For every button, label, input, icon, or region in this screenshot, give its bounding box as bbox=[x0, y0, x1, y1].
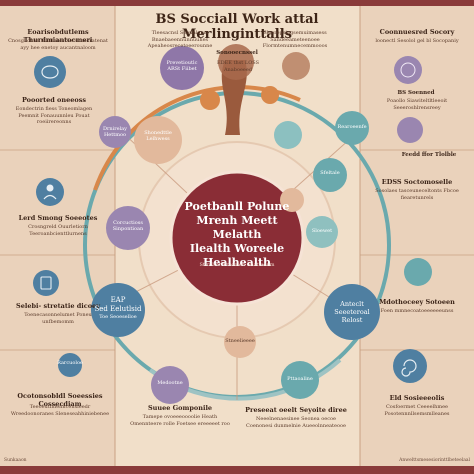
left-mid-text: Eondectrin fiess Toneomlagen Peemnit Fon… bbox=[15, 106, 93, 125]
bubble-blue-right bbox=[324, 284, 380, 340]
bubble-orange-small-2 bbox=[261, 86, 279, 104]
bubble-orange-small bbox=[200, 90, 220, 110]
bottom-mid-heading: Suuee Gomponile bbox=[147, 404, 213, 412]
bubble-teal-right-top-text: Rearoeenfe bbox=[337, 124, 367, 130]
clipboard-icon bbox=[33, 270, 59, 296]
center-line-2: Mrenh Meett Melatth bbox=[196, 214, 278, 241]
globe-icon-outline bbox=[400, 62, 416, 78]
dot-icon-left-bottom bbox=[58, 353, 82, 377]
upper-mid-heading: Sonooecnssel bbox=[216, 50, 258, 56]
right-low-heading: Mdothoceey Sotoeen bbox=[379, 298, 455, 306]
bubble-purple-left-text: Drnirelay Hettmoo bbox=[103, 126, 127, 138]
left-bottom-bubble-text: Rarcuoloe bbox=[57, 360, 83, 366]
center-line-1: Poetbanll Polune bbox=[184, 200, 290, 213]
bubble-purple-mid-text: Corcuctioss Sinpontioan bbox=[112, 220, 144, 232]
upper-mid-text: EDEE thst LOSS Anaboeeed bbox=[216, 60, 260, 73]
bubble-teal-bottom-text: Pttaoaline bbox=[287, 376, 313, 382]
bubble-purple-top bbox=[160, 46, 204, 90]
bottom-mid-text: Tamepe ovoeeeoooolie Heath Omennteere ro… bbox=[130, 414, 230, 427]
right-top-text: Poaollo Siawiteltltleeoit Seeeroshlrensr… bbox=[386, 98, 448, 111]
right-mid-heading: EDSS Soctomoselle bbox=[381, 178, 453, 186]
bubble-purple-left bbox=[99, 116, 131, 148]
bottom-right-heading: Eld Sosieeeolis bbox=[389, 394, 445, 402]
bottom-right-text: Cosfoermet Ceeeelhmee Posotennnllsemsmll… bbox=[384, 404, 450, 417]
center-circle bbox=[169, 170, 305, 306]
spiral-icon-shape bbox=[401, 359, 417, 377]
bubble-teal-small bbox=[274, 121, 302, 149]
left-low-text: Crosngreld Ouurletiorn Teeroanbcienttlur… bbox=[28, 224, 88, 237]
chat-icon bbox=[404, 258, 432, 286]
clipboard-icon-shape bbox=[40, 276, 52, 290]
brain-icon bbox=[34, 56, 66, 88]
bubble-teal-bottom bbox=[281, 361, 319, 399]
people-icon bbox=[397, 117, 423, 143]
top-right-text: loonectl Sesolol gel bl Socopaniy bbox=[375, 38, 459, 44]
person-icon-left bbox=[36, 178, 64, 206]
left-bottom-text: Toenecasonnelumet Poneu unfbemomm bbox=[24, 312, 92, 325]
eap-bubble-text: EAP Sed Eelutlsid Toe Seoeselloe bbox=[92, 296, 144, 320]
bottom-left-text: Teeoeutinlenncensieedr Wreedoonoranes Sl… bbox=[10, 404, 110, 417]
bubble-teal-right-top bbox=[335, 111, 369, 145]
left-mid-heading: Pooorted oneeoss bbox=[21, 96, 87, 104]
page-title: BS Socciall Work attal Merlinginttalls bbox=[155, 12, 319, 42]
bubble-peach-right bbox=[280, 188, 304, 212]
footer-left: Sunkaaon bbox=[4, 458, 27, 463]
right-mid-text: Sosolaes tasceuneceltonts Fbcoe fiearetu… bbox=[375, 188, 459, 201]
bubble-purple-bottom bbox=[151, 366, 189, 404]
right-low-text: Foen mmnecoatoeeeeeeunss bbox=[380, 308, 454, 314]
bubble-teal-right-low bbox=[306, 216, 338, 248]
person-icon-body bbox=[43, 194, 57, 200]
globe-icon bbox=[394, 56, 422, 84]
bubble-blue-right-line-2: Seeeteroal Relost bbox=[334, 308, 370, 324]
bottom-center-heading: Preseeat oeelt Seyoite diree bbox=[245, 406, 347, 414]
bubble-peach-top bbox=[134, 116, 182, 164]
bottom-center-text: Neeelnenaesinee Seonea oecoe Coenonesi d… bbox=[246, 416, 346, 429]
bubble-teal-right-mid-text: Sfeltale bbox=[320, 170, 340, 176]
brain-icon-outline bbox=[41, 65, 59, 79]
eap-line-2: Sed Eelutlsid bbox=[94, 305, 142, 313]
right-top-label: BS Soenned bbox=[397, 90, 435, 96]
bubble-purple-mid bbox=[106, 206, 150, 250]
top-left-heading: Eoarisobdutlems Thurdmiantocmeri bbox=[23, 28, 93, 44]
center-line-4: Healhealth bbox=[202, 256, 272, 269]
center-line-3: Ilealth Woreele bbox=[189, 242, 285, 255]
bubble-peach-bottom bbox=[224, 326, 256, 358]
bubble-purple-bottom-text: Medootne bbox=[157, 380, 183, 386]
footer-right: Anwelttsmesesiorinttlbeteelaal bbox=[399, 458, 470, 463]
bubble-blue-right-line-1: Anteclt bbox=[340, 300, 364, 308]
top-column-a: Tleesacnsl Soeunlonm Bnaebaeennunnuuhes … bbox=[147, 30, 213, 49]
tree-crown-right bbox=[282, 52, 310, 80]
tree-crown bbox=[218, 44, 254, 80]
bubble-peach-bottom-text: Stneelieeee bbox=[225, 338, 255, 344]
top-right-heading: Coonnuesred Socory bbox=[379, 28, 455, 36]
spiral-icon bbox=[393, 349, 427, 383]
bubble-peach-top-text: Shonedttle Lelhwess bbox=[144, 130, 172, 142]
bottom-border bbox=[0, 466, 474, 474]
eap-line-3: Toe Seoeselloe bbox=[99, 314, 137, 320]
center-title: Poetbanll Polune Mrenh Meett Melatth Ile… bbox=[172, 200, 302, 270]
top-border bbox=[0, 0, 474, 6]
bubble-purple-top-text: Prevetioutlc ARSt Fiibet bbox=[166, 60, 198, 72]
center-subtitle: Sttrolter Proaaion Snattoenm bbox=[199, 262, 275, 268]
bubble-eap bbox=[91, 283, 145, 337]
bottom-left-heading: Ocotonsobldl Soeessies Cossecdiam bbox=[17, 392, 103, 408]
left-low-heading: Lerd Smong Soeeotes bbox=[18, 214, 98, 222]
bubble-teal-right-mid bbox=[313, 158, 347, 192]
top-left-text: Cnosglichne leanlures Secuthecratenat ay… bbox=[8, 38, 108, 51]
feed-label: Feedd ffor Tlolble bbox=[401, 152, 457, 158]
left-bottom-heading: Selebi- stretatie dicoey bbox=[16, 302, 100, 310]
bubble-teal-right-low-text: Sloewet bbox=[311, 228, 333, 234]
person-icon-head bbox=[46, 184, 54, 192]
bubble-blue-right-text: Anteclt Seeeteroal Relost bbox=[324, 300, 380, 324]
top-column-b: Sleerepsiagsemuimasess Sandeeameteenoee … bbox=[262, 30, 328, 49]
eap-line-1: EAP bbox=[110, 296, 126, 304]
